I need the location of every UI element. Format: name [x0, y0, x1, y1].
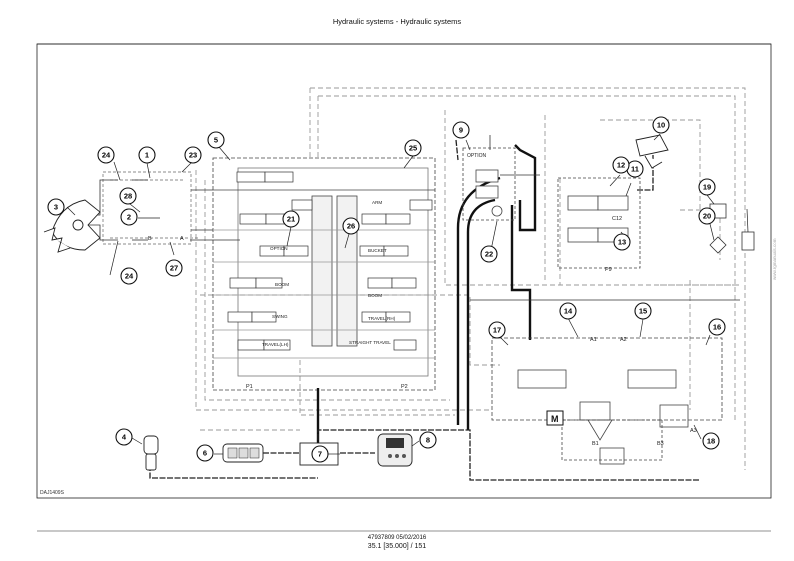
- document-reference: 47937809 05/02/2016: [367, 535, 427, 541]
- port-b1: B1: [592, 441, 599, 447]
- callout-14: 14: [559, 302, 577, 320]
- pump-block: [491, 337, 723, 465]
- port-c12: C12: [612, 216, 622, 222]
- port-a: A: [180, 236, 184, 242]
- callout-4: 4: [115, 428, 133, 446]
- pedal-symbol: [635, 134, 669, 169]
- monitor-symbol: [377, 433, 413, 467]
- svg-text:11: 11: [631, 165, 639, 174]
- port-a1: A1: [590, 337, 597, 343]
- svg-text:17: 17: [493, 326, 501, 335]
- motor-label: M: [551, 414, 559, 424]
- callout-25: 25: [404, 139, 422, 157]
- port-p9: P9: [605, 267, 612, 273]
- callout-21: 21: [282, 210, 300, 228]
- callout-7: 7: [311, 445, 329, 463]
- svg-text:27: 27: [170, 264, 178, 273]
- callout-3: 3: [47, 198, 65, 216]
- callout-12: 12: [612, 156, 630, 174]
- joystick-symbol: [143, 435, 159, 471]
- svg-text:21: 21: [287, 215, 295, 224]
- watermark: www.rgmanuals.com: [772, 238, 777, 280]
- page-title: Hydraulic systems - Hydraulic systems: [332, 17, 462, 26]
- svg-text:6: 6: [203, 449, 207, 458]
- callout-10: 10: [652, 116, 670, 134]
- svg-text:24: 24: [102, 151, 111, 160]
- main-valve-spools: [227, 171, 433, 351]
- callout-27: 27: [165, 259, 183, 277]
- callout-13: 13: [613, 233, 631, 251]
- port-p1: P1: [246, 384, 253, 390]
- svg-text:13: 13: [618, 238, 626, 247]
- svg-text:8: 8: [426, 436, 430, 445]
- drawing-frame: [36, 43, 772, 499]
- svg-text:22: 22: [485, 250, 493, 259]
- svg-text:10: 10: [657, 121, 665, 130]
- callout-20: 20: [698, 207, 716, 225]
- port-p2: P2: [401, 384, 408, 390]
- svg-text:23: 23: [189, 151, 197, 160]
- svg-text:4: 4: [122, 433, 127, 442]
- svg-text:2: 2: [127, 213, 131, 222]
- svg-text:25: 25: [409, 144, 417, 153]
- callout-18: 18: [702, 432, 720, 450]
- label-travel-rh: TRAVEL(RH): [368, 316, 396, 321]
- label-swing: SWING: [272, 314, 288, 319]
- svg-text:7: 7: [318, 450, 322, 459]
- label-option: OPTION: [270, 246, 288, 251]
- callout-5: 5: [207, 131, 225, 149]
- page-number: 35.1 [35.000] / 151: [367, 543, 427, 550]
- switch-panel-symbol: [222, 443, 264, 463]
- svg-text:20: 20: [703, 212, 711, 221]
- drawing-code: DAJ1409S: [40, 490, 65, 496]
- port-b: B: [148, 236, 152, 242]
- port-b3: B3: [657, 441, 664, 447]
- svg-text:1: 1: [145, 151, 149, 160]
- svg-text:18: 18: [707, 437, 715, 446]
- svg-text:28: 28: [124, 192, 132, 201]
- svg-text:19: 19: [703, 183, 711, 192]
- svg-text:14: 14: [564, 307, 573, 316]
- label-boom-right: BOOM: [368, 293, 382, 298]
- callout-1: 1: [138, 146, 156, 164]
- attachment-symbol: [43, 199, 101, 253]
- solenoid-valve-block: [557, 177, 641, 269]
- callout-26: 26: [342, 217, 360, 235]
- port-a3: A3: [690, 428, 697, 434]
- callout-15: 15: [634, 302, 652, 320]
- option-label: OPTION: [467, 153, 487, 159]
- callout-9: 9: [452, 121, 470, 139]
- option-valve-block: [462, 147, 516, 221]
- label-bucket: BUCKET: [368, 248, 387, 253]
- label-arm: ARM: [372, 200, 382, 205]
- svg-text:24: 24: [125, 272, 134, 281]
- svg-text:15: 15: [639, 307, 647, 316]
- callout-24: 24: [97, 146, 115, 164]
- callout-19: 19: [698, 178, 716, 196]
- svg-text:5: 5: [214, 136, 218, 145]
- callout-16: 16: [708, 318, 726, 336]
- callout-2: 2: [120, 208, 138, 226]
- label-boom-left: BOOM: [275, 282, 289, 287]
- label-straight-travel: STRAIGHT TRAVEL: [349, 340, 391, 345]
- svg-text:3: 3: [54, 203, 58, 212]
- svg-text:16: 16: [713, 323, 721, 332]
- callout-22: 22: [480, 245, 498, 263]
- svg-text:12: 12: [617, 161, 625, 170]
- svg-text:26: 26: [347, 222, 355, 231]
- svg-text:9: 9: [459, 126, 463, 135]
- callout-8: 8: [419, 431, 437, 449]
- callout-24: 24: [120, 267, 138, 285]
- callout-11: 11: [626, 160, 644, 178]
- port-a2: A2: [620, 337, 627, 343]
- callout-28: 28: [119, 187, 137, 205]
- label-travel-lh: TRAVEL(LH): [262, 342, 289, 347]
- callout-6: 6: [196, 444, 214, 462]
- callout-17: 17: [488, 321, 506, 339]
- callout-23: 23: [184, 146, 202, 164]
- motor-symbol: [546, 410, 564, 426]
